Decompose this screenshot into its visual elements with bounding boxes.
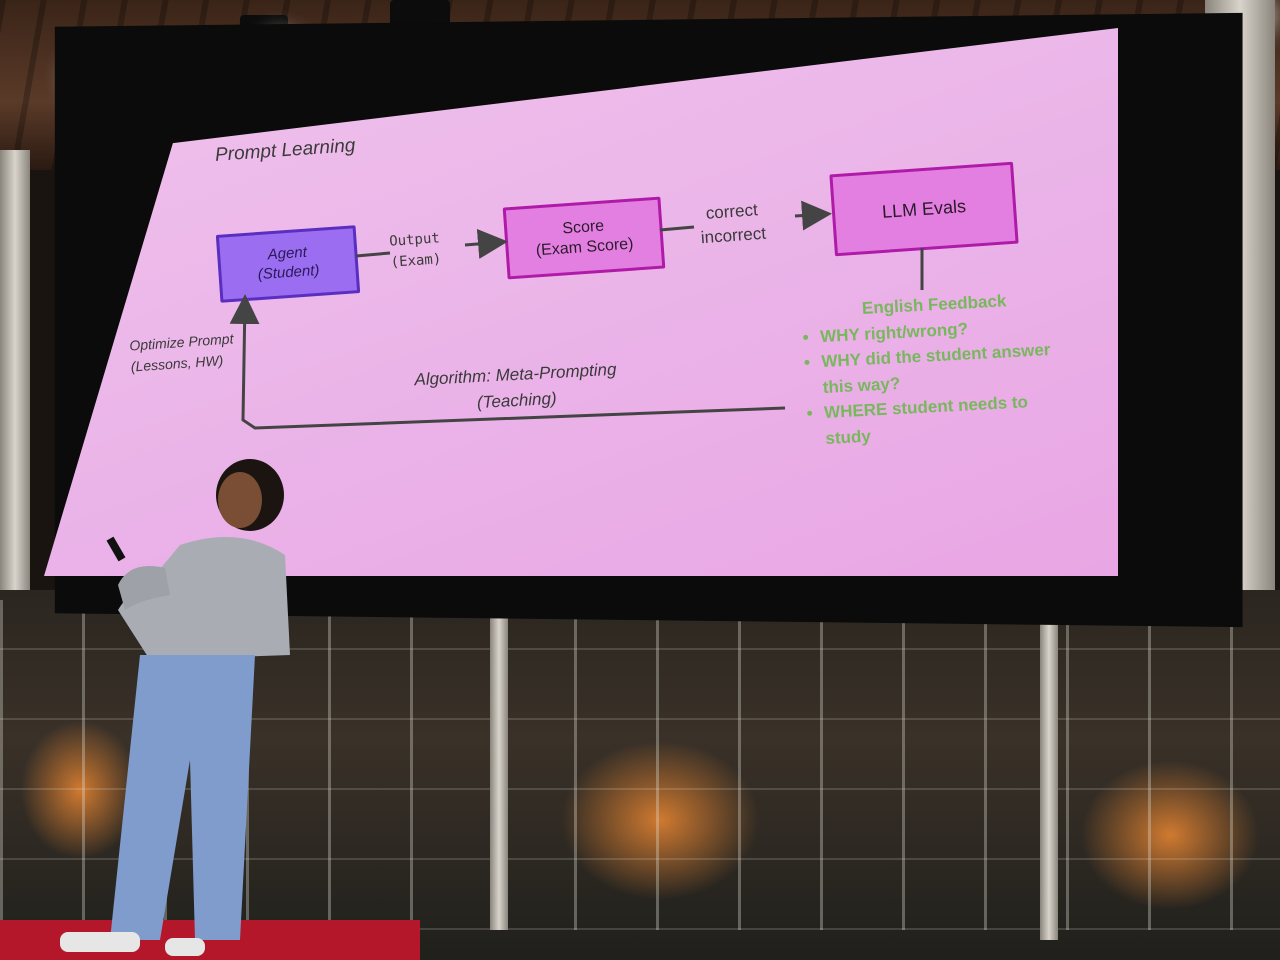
clicker-remote: [106, 536, 126, 562]
score-to-correct-line: [659, 225, 695, 232]
presenter-sweater: [118, 537, 290, 660]
presenter-shoe: [60, 932, 140, 952]
feedback-loop-arrow: [229, 294, 786, 430]
warm-window-glow: [1080, 760, 1260, 910]
presenter-face: [218, 472, 262, 528]
presenter-arm: [118, 566, 170, 610]
correct-to-evals-arrow: [794, 200, 832, 231]
pillar: [490, 610, 508, 930]
presenter-jeans: [110, 655, 255, 940]
pillar: [1040, 620, 1058, 940]
agent-to-output-line: [355, 251, 391, 258]
presenter-shoe: [165, 938, 205, 956]
output-to-score-arrow: [464, 228, 508, 259]
warm-window-glow: [20, 720, 140, 860]
warm-window-glow: [560, 740, 760, 900]
